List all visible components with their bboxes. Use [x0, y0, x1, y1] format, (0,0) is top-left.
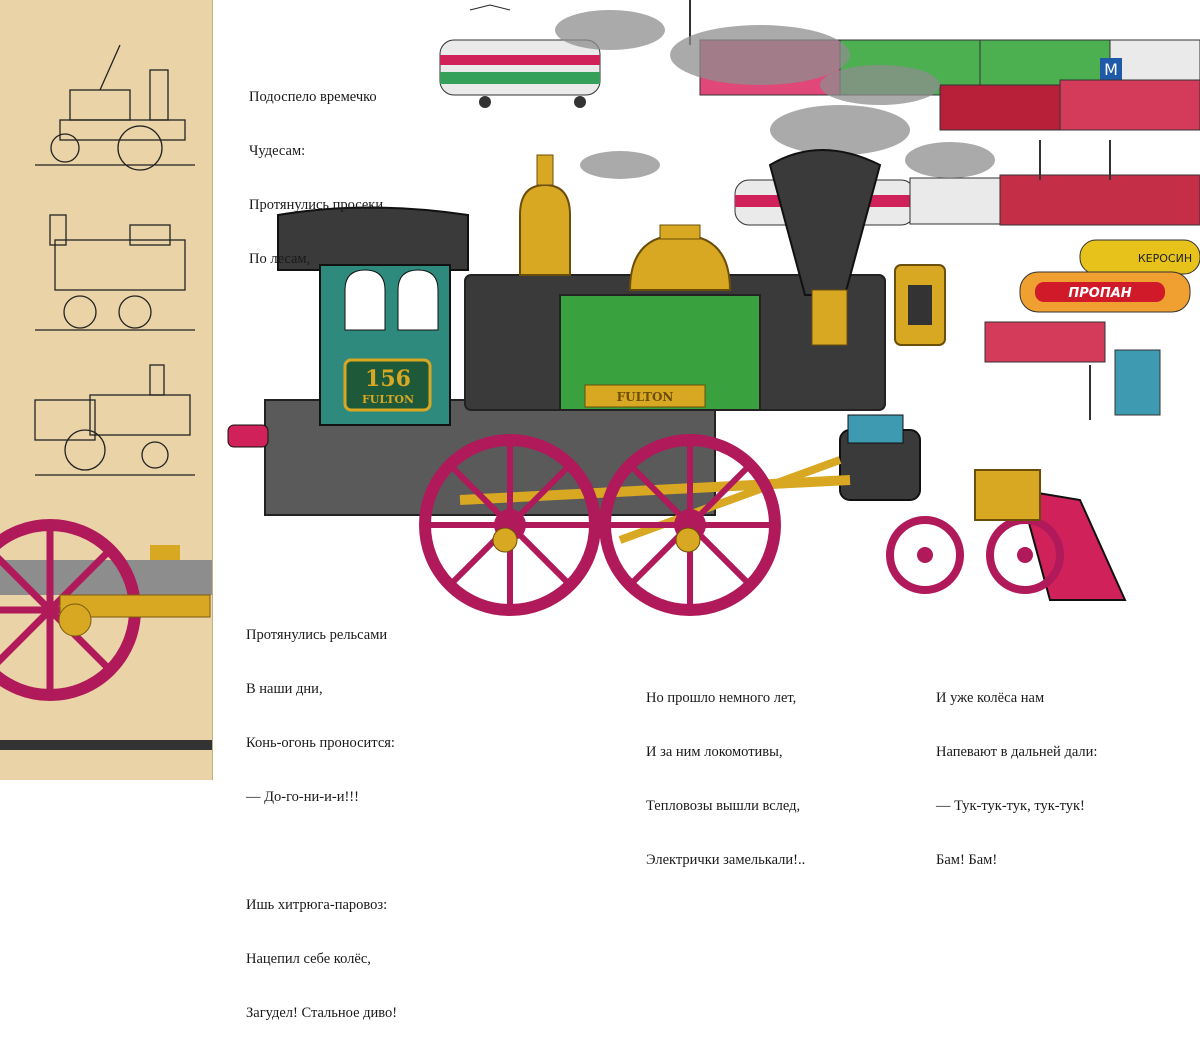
verse-line: Протянулись просеки: [249, 197, 384, 213]
verse-line: Напевают в дальней дали:: [936, 744, 1098, 760]
verse-line: Нацепил себе колёс,: [246, 951, 371, 967]
metro-sign: М: [1104, 60, 1118, 79]
verse-bottom-right: И уже колёса нам Напевают в дальней дали…: [936, 653, 1097, 887]
verse-line: Но прошло немного лет,: [646, 690, 797, 706]
verse-line: В наши дни,: [246, 681, 323, 697]
verse-top-left: Подоспело времечко Чудесам: Протянулись …: [249, 52, 383, 286]
tank-car-label: ПРОПАН: [1068, 286, 1131, 301]
verse-line: Тепловозы вышли вслед,: [646, 798, 801, 814]
verse-line: И уже колёса нам: [936, 690, 1045, 706]
verse-line: Протянулись рельсами: [246, 627, 388, 643]
verse-line: Загудел! Стальное диво!: [246, 1005, 398, 1021]
sketch-locomotive-3: [34, 364, 195, 476]
locomotive-fulton: FULTON 156 FULTON: [227, 149, 1127, 616]
locomotive-name: FULTON: [362, 393, 414, 406]
verse-line: Электрички замелькали!..: [646, 852, 806, 868]
verse-line: — До-го-ни-и-и!!!: [246, 789, 359, 805]
left-sketch-strip: [0, 0, 213, 780]
wheel-closeup: [0, 519, 212, 750]
freight-boxcars-upper: [939, 79, 1200, 131]
leading-wheel-1: [886, 516, 964, 594]
boiler-plate: FULTON: [617, 390, 674, 404]
smoke-cloud: [555, 10, 995, 179]
verse-line: — Тук-тук-тук, тук-тук!: [936, 798, 1085, 814]
tank-car-label-2: КЕРОСИН: [1138, 252, 1192, 265]
locomotive-number: 156: [365, 366, 411, 392]
verse-line: По лесам,: [249, 251, 311, 267]
tank-cars: КЕРОСИН ПРОПАН: [984, 239, 1200, 416]
verse-line: Подоспело времечко: [249, 89, 377, 105]
verse-line: Чудесам:: [249, 143, 306, 159]
electric-train-top: [439, 4, 601, 108]
verse-line: Конь-огонь проносится:: [246, 735, 395, 751]
verse-middle-left: Протянулись рельсами В наши дни, Конь-ог…: [246, 590, 397, 1040]
verse-line: [246, 842, 397, 860]
illustration: М КЕРОСИН ПРОПАН: [0, 0, 1200, 750]
driving-wheel-front: [599, 434, 781, 616]
sketch-locomotive-2: [35, 214, 195, 331]
sketch-locomotive-1: [35, 44, 195, 171]
verse-line: Бам! Бам!: [936, 852, 998, 868]
driving-wheel-rear: [419, 434, 601, 616]
freight-boxcars-lower: [999, 174, 1200, 226]
verse-bottom-center: Но прошло немного лет, И за ним локомоти…: [646, 653, 805, 887]
verse-line: И за ним локомотивы,: [646, 744, 783, 760]
verse-line: Ишь хитрюга-паровоз:: [246, 897, 388, 913]
